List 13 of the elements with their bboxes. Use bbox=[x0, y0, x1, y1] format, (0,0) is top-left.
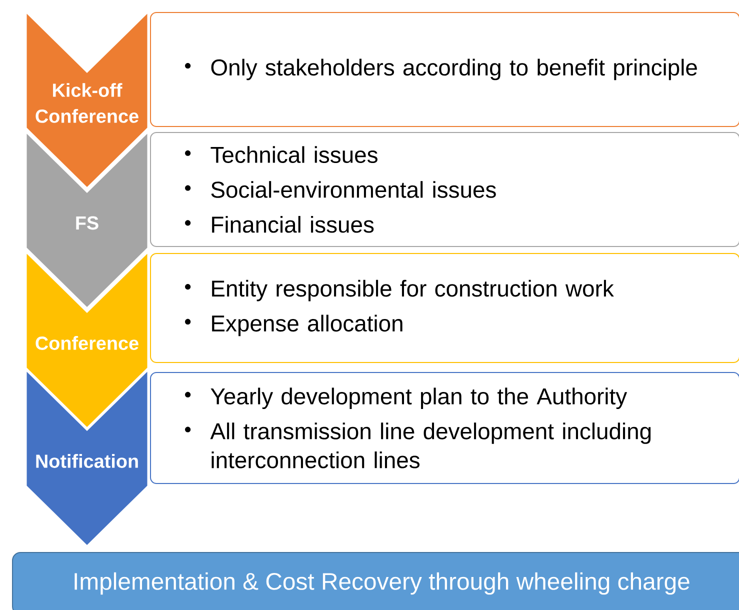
bullet-item: All transmission line development including interconnection lines bbox=[185, 422, 651, 468]
bullet-item: Expense allocation bbox=[185, 314, 402, 336]
bullet-item: Financial issues bbox=[185, 216, 374, 233]
bullet-item: Technical issues bbox=[185, 146, 378, 164]
bullet-item: Yearly development plan to the Authority bbox=[185, 388, 628, 410]
banner-box: Implementation & Cost Recovery through wheeling charge bbox=[12, 552, 739, 610]
bullet-item: Entity responsible for construction work bbox=[185, 280, 614, 302]
text-box bbox=[150, 253, 739, 363]
text-box bbox=[150, 132, 739, 247]
bullet-item: Only stakeholders according to benefit principle bbox=[185, 58, 697, 80]
text-box bbox=[150, 12, 739, 127]
text-box bbox=[150, 372, 739, 484]
bullet-item: Social-environmental issues bbox=[185, 181, 496, 198]
